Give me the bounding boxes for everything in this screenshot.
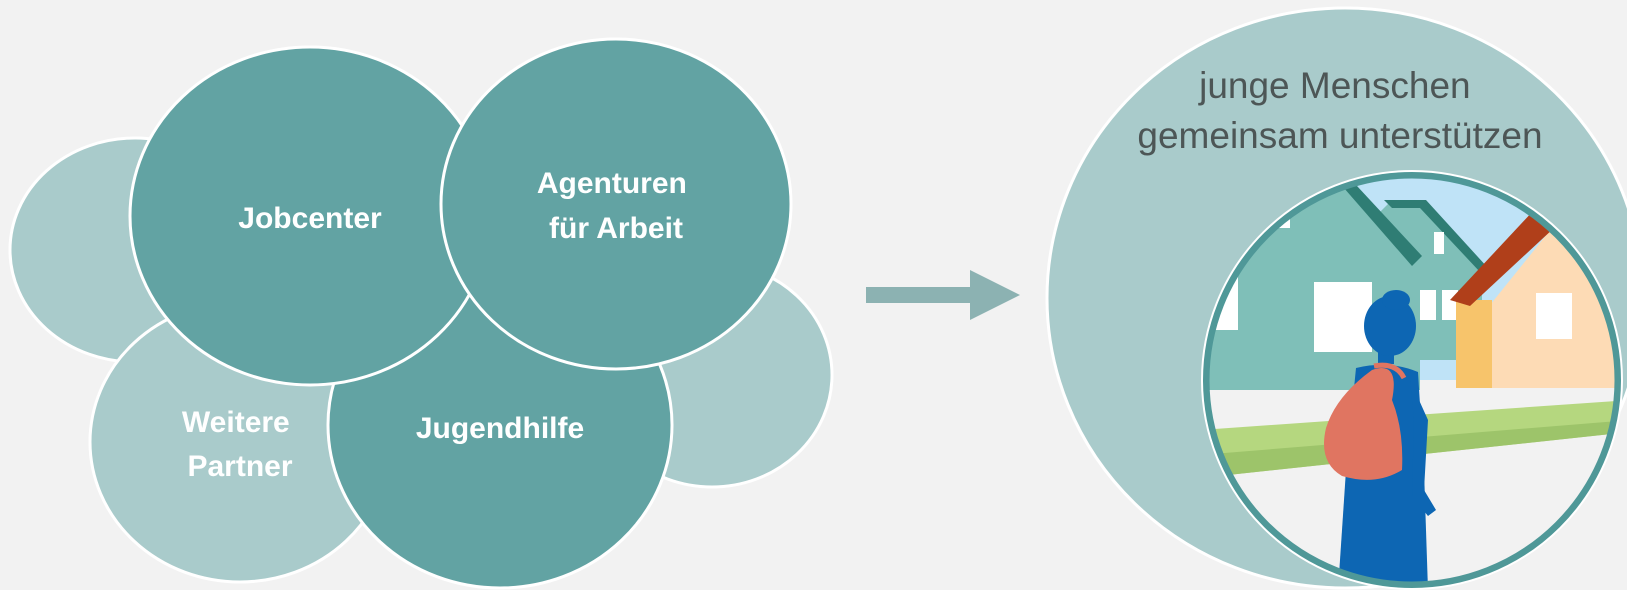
agenturen-label-line1: Agenturen xyxy=(537,167,687,200)
weitere-partner-label-line2: Partner xyxy=(187,450,292,483)
agenturen-label-line2: für Arbeit xyxy=(549,212,683,245)
goal-label: junge Menschen gemeinsam unterstützen xyxy=(1137,65,1542,156)
goal-label-line2: gemeinsam unterstützen xyxy=(1137,115,1542,156)
weitere-partner-label: Weitere Partner xyxy=(182,406,298,483)
jugendhilfe-label: Jugendhilfe xyxy=(416,412,584,445)
goal-label-line1: junge Menschen xyxy=(1198,65,1471,106)
agenturen-circle xyxy=(439,37,793,371)
illustration-frame xyxy=(1202,171,1622,589)
right-arrow-icon xyxy=(866,270,1020,320)
person-icon xyxy=(1324,290,1436,585)
jobcenter-label: Jobcenter xyxy=(238,202,382,235)
weitere-partner-label-line1: Weitere xyxy=(182,406,290,439)
agenturen-label: Agenturen für Arbeit xyxy=(537,167,695,245)
